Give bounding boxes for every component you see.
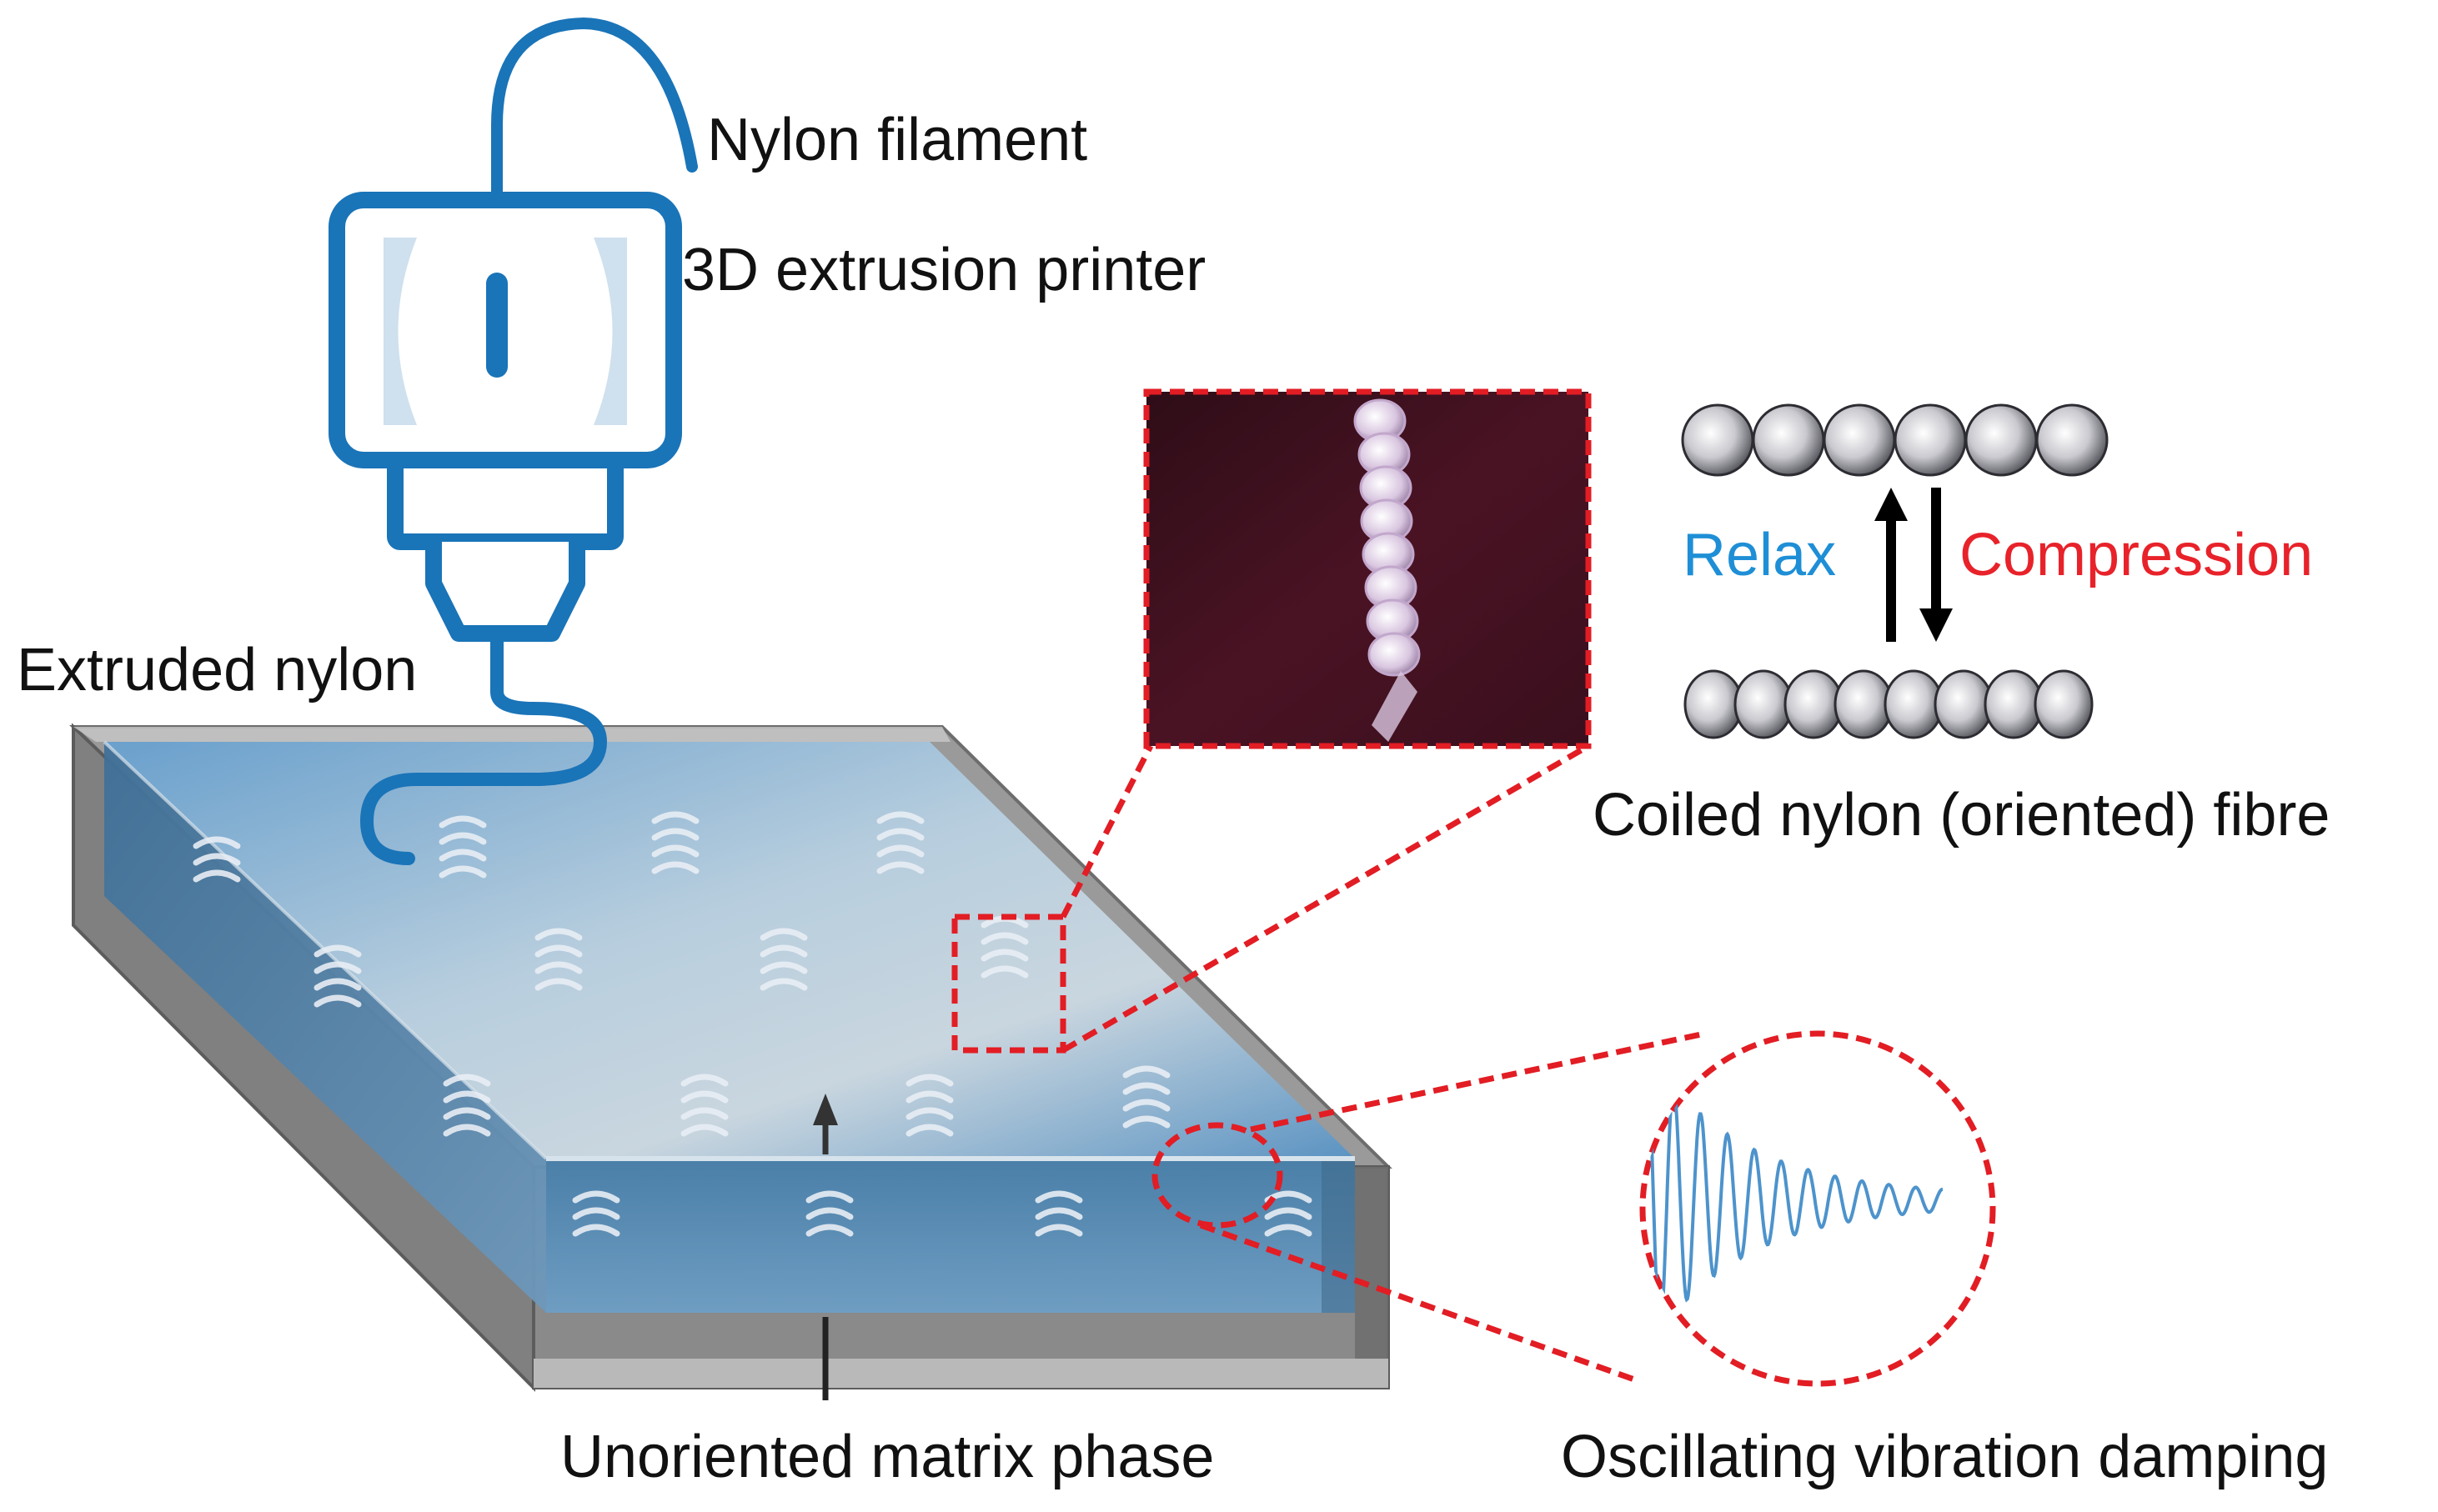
coil-spring-icon	[760, 928, 808, 991]
composite-block	[69, 723, 1392, 1392]
filament-icon	[491, 17, 698, 206]
label-extruded-nylon: Extruded nylon	[17, 637, 418, 703]
zoom-box	[951, 914, 1066, 1054]
coil-spring-icon	[905, 1074, 954, 1137]
label-compression: Compression	[1959, 522, 2314, 588]
coil-spring-icon	[443, 1074, 491, 1137]
arrow-up-icon	[813, 1094, 838, 1154]
arrow-down-icon	[1919, 488, 1953, 642]
coil-spring-icon	[680, 1074, 729, 1137]
coil-spring-icon	[193, 836, 241, 883]
label-nylon-filament: Nylon filament	[707, 107, 1088, 173]
coil-spring-icon	[534, 928, 583, 991]
coil-photo-inset	[1143, 388, 1592, 749]
coil-spring-icon	[572, 1190, 620, 1237]
label-coiled-fibre: Coiled nylon (oriented) fibre	[1593, 782, 2330, 849]
label-damping: Oscillating vibration damping	[1561, 1424, 2329, 1490]
damping-zone	[1151, 1122, 1283, 1229]
extruded-nylon-strand	[360, 635, 607, 865]
coil-spring-icon	[805, 1190, 854, 1237]
printer-icon	[329, 192, 682, 642]
coil-relaxed	[1681, 403, 2109, 477]
coil-spring-icon	[876, 811, 925, 874]
damped-oscillation-icon	[1645, 1049, 1944, 1337]
label-printer: 3D extrusion printer	[682, 237, 1206, 303]
coil-spring-icon	[439, 815, 487, 879]
label-relax: Relax	[1683, 522, 1837, 588]
arrow-up-icon	[1874, 488, 1908, 642]
coil-compressed	[1683, 669, 2094, 739]
coil-spring-icon	[1035, 1190, 1083, 1237]
coil-spring-icon	[314, 944, 362, 1008]
label-matrix: Unoriented matrix phase	[560, 1424, 1215, 1490]
coil-spring-icon	[651, 811, 700, 874]
coil-spring-icon	[1122, 1065, 1171, 1129]
